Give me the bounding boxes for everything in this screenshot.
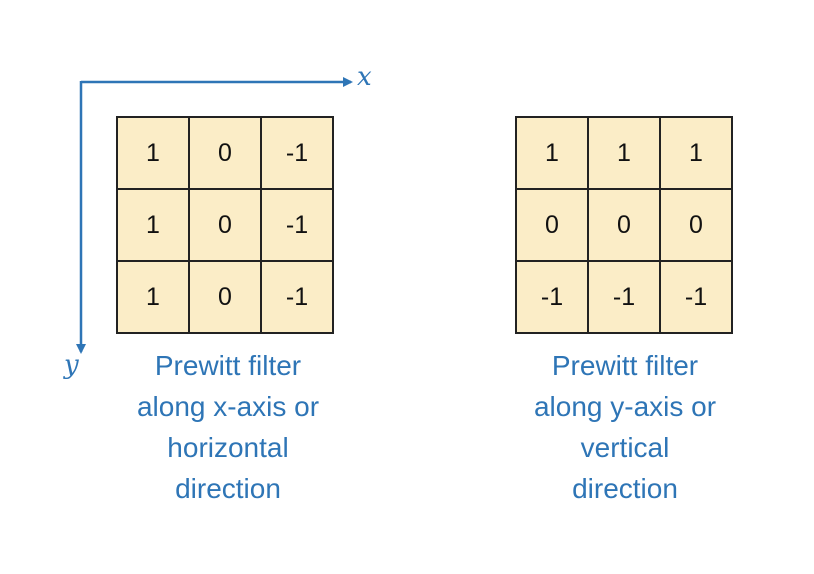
- matrix-cell: 0: [660, 189, 732, 261]
- caption-line: direction: [572, 473, 678, 504]
- matrix-cell: 1: [588, 117, 660, 189]
- caption-line: along x-axis or: [136, 391, 320, 422]
- matrix-cell: -1: [261, 189, 333, 261]
- caption-line: horizontal: [167, 432, 289, 463]
- prewitt-x-matrix: 1 0 -1 1 0 -1 1 0 -1: [116, 116, 334, 334]
- caption-line: direction: [175, 473, 281, 504]
- matrix-cell: 0: [189, 189, 261, 261]
- matrix-cell: 1: [117, 189, 189, 261]
- prewitt-y-matrix: 1 1 1 0 0 0 -1 -1 -1: [515, 116, 733, 334]
- matrix-cell: -1: [261, 117, 333, 189]
- y-axis-label: y: [64, 350, 79, 380]
- caption-line: Prewitt filter: [551, 350, 699, 381]
- matrix-cell: 1: [660, 117, 732, 189]
- caption-line: Prewitt filter: [154, 350, 302, 381]
- caption-line: along y-axis or: [533, 391, 717, 422]
- matrix-cell: -1: [261, 261, 333, 333]
- matrix-cell: -1: [516, 261, 588, 333]
- caption-line: vertical: [580, 432, 670, 463]
- matrix-cell: 1: [516, 117, 588, 189]
- matrix-cell: 1: [117, 261, 189, 333]
- prewitt-x-caption: Prewitt filter along x-axis or horizonta…: [98, 345, 358, 509]
- matrix-cell: -1: [660, 261, 732, 333]
- matrix-cell: -1: [588, 261, 660, 333]
- matrix-cell: 1: [117, 117, 189, 189]
- prewitt-y-caption: Prewitt filter along y-axis or vertical …: [495, 345, 755, 509]
- matrix-cell: 0: [588, 189, 660, 261]
- matrix-cell: 0: [189, 261, 261, 333]
- matrix-cell: 0: [189, 117, 261, 189]
- matrix-cell: 0: [516, 189, 588, 261]
- x-axis-label: x: [357, 62, 372, 92]
